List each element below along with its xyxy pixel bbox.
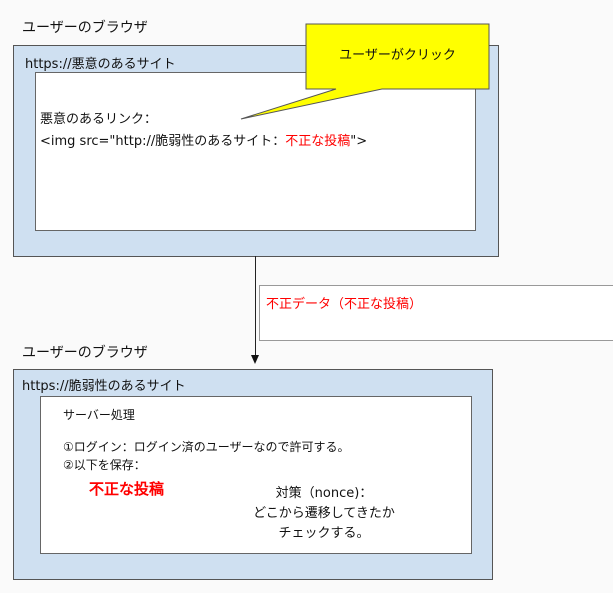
- top-browser-title: ユーザーのブラウザ: [22, 20, 148, 36]
- click-callout-text: ユーザーがクリック: [339, 48, 456, 63]
- click-callout-shape: [240, 23, 490, 120]
- vulnerable-site-content: [40, 396, 472, 554]
- server-process-label: サーバー処理: [63, 408, 135, 422]
- img-tag-suffix: ">: [350, 134, 368, 149]
- arrow-line: [255, 256, 256, 356]
- img-tag-payload: 不正な投稿: [285, 134, 351, 149]
- nonce-callout-line: チェックする。: [278, 526, 370, 541]
- vulnerable-site-url: https://脆弱性のあるサイト: [22, 379, 186, 394]
- transfer-data-label: 不正データ（不正な投稿）: [266, 297, 423, 312]
- nonce-callout-text: 対策（nonce)： どこから遷移してきたか チェックする。: [236, 484, 412, 544]
- nonce-callout-line: どこから遷移してきたか: [253, 506, 395, 521]
- malicious-site-url: https://悪意のあるサイト: [25, 57, 176, 72]
- malicious-site-content: [35, 72, 476, 231]
- saved-payload: 不正な投稿: [89, 480, 165, 498]
- nonce-callout-line: 対策（nonce)：: [275, 486, 373, 501]
- malicious-img-tag[interactable]: <img src="http://脆弱性のあるサイト：不正な投稿">: [40, 130, 367, 149]
- arrow-head: [251, 355, 259, 364]
- step-login: ①ログイン：ログイン済のユーザーなので許可する。: [63, 440, 350, 454]
- step-save: ②以下を保存：: [63, 458, 146, 472]
- img-tag-prefix: <img src="http://脆弱性のあるサイト：: [40, 134, 286, 149]
- transfer-data-box: [259, 285, 613, 341]
- bottom-browser-title: ユーザーのブラウザ: [22, 345, 148, 361]
- malicious-link-label: 悪意のあるリンク：: [40, 112, 158, 127]
